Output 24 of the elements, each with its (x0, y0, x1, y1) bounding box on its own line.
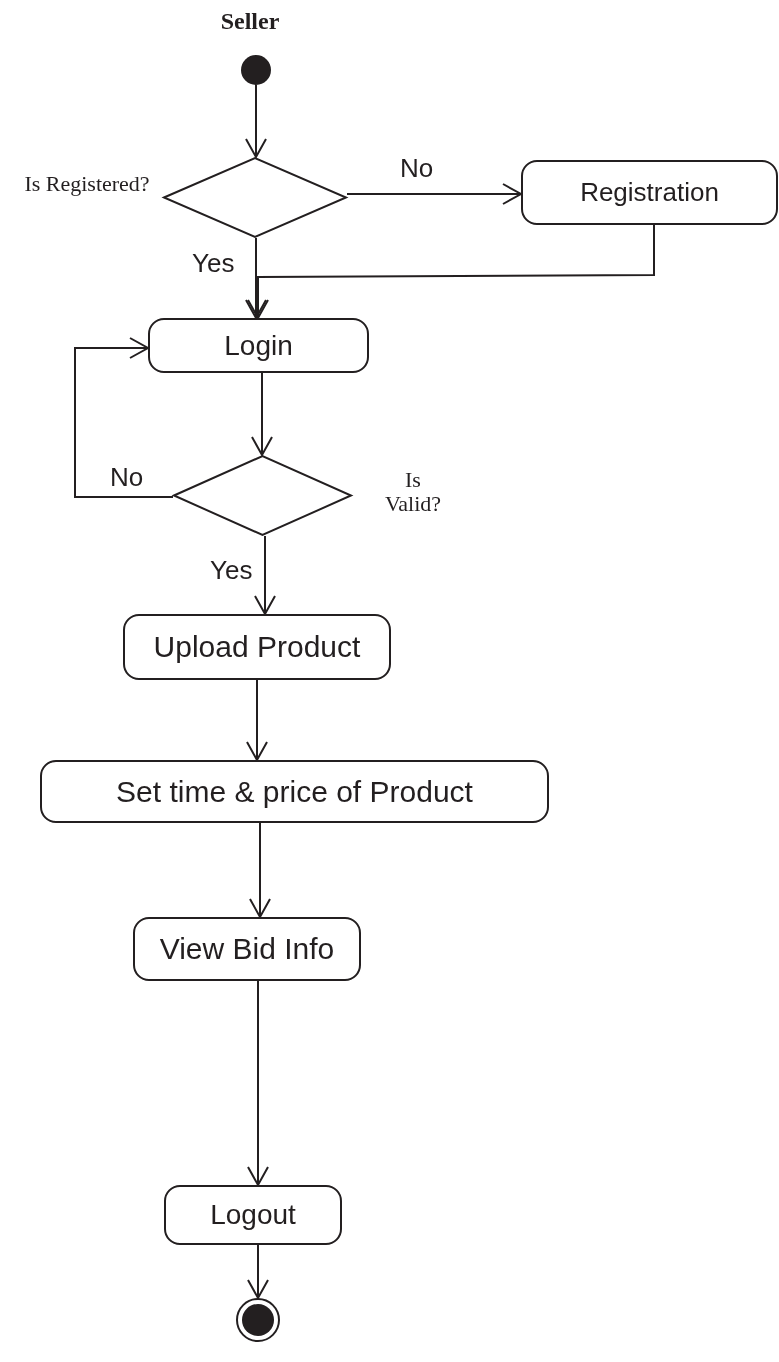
arrow (247, 1244, 269, 1299)
activity-box: Logout (164, 1185, 342, 1245)
start-node (241, 55, 271, 85)
arrow (245, 84, 267, 158)
arrow (247, 980, 269, 1186)
title: Seller (219, 8, 281, 35)
condition-label: Is Registered? (23, 172, 151, 197)
activity-box: View Bid Info (133, 917, 361, 981)
arrow (246, 679, 268, 761)
activity-box: Login (148, 318, 369, 373)
decision-diamond (173, 455, 352, 536)
end-node (236, 1298, 280, 1342)
activity-box: Registration (521, 160, 778, 225)
arrow (346, 183, 522, 205)
arrow (74, 337, 174, 498)
decision-diamond (163, 157, 347, 238)
arrow (245, 237, 267, 319)
arrow (251, 372, 273, 456)
arrow (247, 224, 655, 319)
activity-box: Set time & price of Product (40, 760, 549, 823)
activity-box: Upload Product (123, 614, 391, 680)
arrow (249, 822, 271, 918)
arrow (254, 535, 276, 615)
condition-label: Is Valid? (383, 468, 443, 517)
